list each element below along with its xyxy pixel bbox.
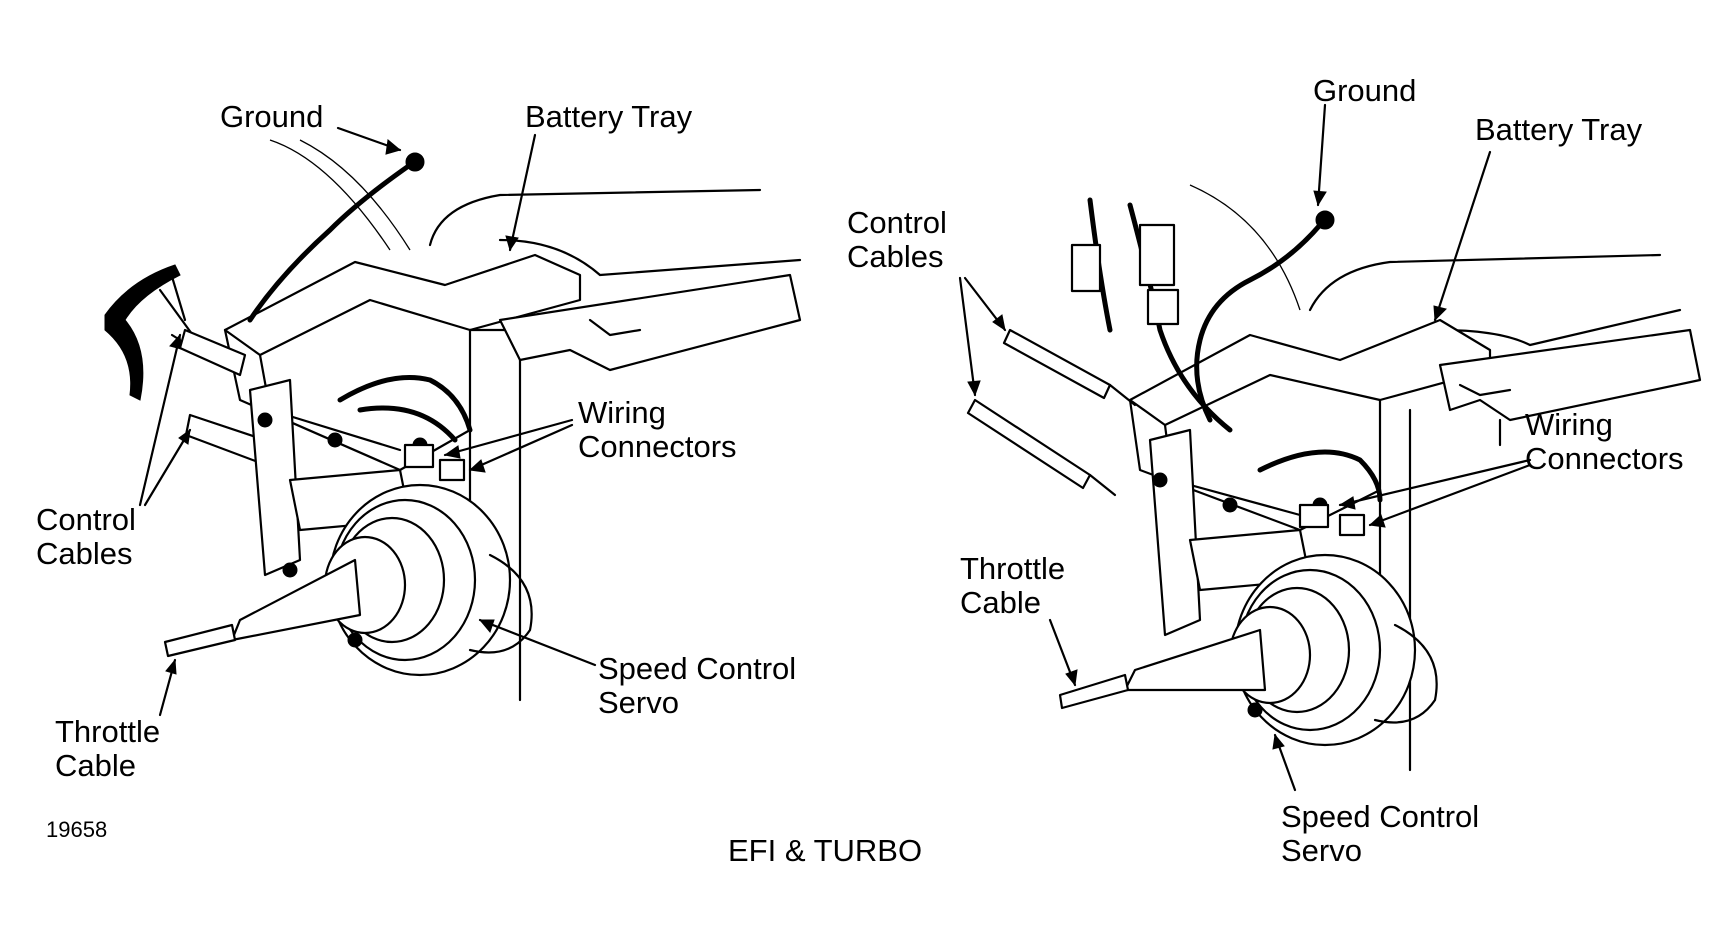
left-battery-tray-label: Battery Tray [525, 99, 693, 134]
left-wiring-connectors-label-1: Wiring [578, 395, 666, 430]
right-control-cables-label-1: Control [847, 205, 947, 240]
left-assembly [104, 139, 802, 702]
right-control-cables-label-2: Cables [847, 239, 944, 274]
right-wiring-connectors-label-1: Wiring [1525, 407, 1613, 442]
left-throttle-cable [163, 623, 237, 658]
left-speed-control-servo-label-2: Servo [598, 685, 679, 720]
right-caption: EFI & TURBO [728, 833, 923, 868]
right-control-cable-1 [1002, 328, 1112, 400]
left-leader-lines [138, 126, 597, 717]
left-ground-terminal [405, 152, 425, 172]
right-speed-control-servo-label-1: Speed Control [1281, 799, 1480, 834]
right-speed-control-servo [1228, 553, 1438, 747]
right-throttle-cable-label-1: Throttle [960, 551, 1066, 586]
left-throttle-cable-label-2: Cable [55, 748, 136, 783]
right-wiring-connectors-label-2: Connectors [1525, 441, 1684, 476]
right-battery-tray-label: Battery Tray [1475, 112, 1643, 147]
right-control-cable-2 [966, 398, 1092, 490]
left-ground-wire [247, 162, 413, 323]
right-assembly [966, 184, 1702, 772]
left-control-cables-label-2: Cables [36, 536, 133, 571]
left-ground-label: Ground [220, 99, 324, 134]
right-throttle-cable-label-2: Cable [960, 585, 1041, 620]
right-ground-label: Ground [1313, 73, 1417, 108]
left-control-cables-label-1: Control [36, 502, 136, 537]
figure-number: 19658 [46, 817, 108, 842]
right-leader-lines [958, 103, 1532, 792]
left-wiring-connectors-label-2: Connectors [578, 429, 737, 464]
left-throttle-cable-label-1: Throttle [55, 714, 161, 749]
left-speed-control-servo-label-1: Speed Control [598, 651, 797, 686]
right-battery-tray [1128, 318, 1702, 772]
right-speed-control-servo-label-2: Servo [1281, 833, 1362, 868]
